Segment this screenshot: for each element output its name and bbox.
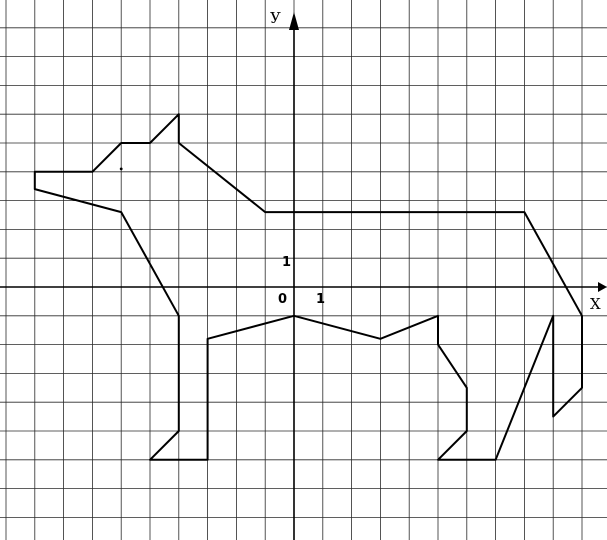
x-axis-arrow-icon (598, 282, 607, 292)
x-axis-label: X (590, 295, 601, 313)
x-unit-label: 1 (316, 292, 325, 307)
dog-eye (119, 167, 123, 171)
y-unit-label: 1 (282, 255, 291, 270)
dog-outline (33, 113, 583, 461)
axes (0, 12, 607, 540)
y-axis-label: У (270, 9, 281, 27)
y-axis-arrow-icon (289, 12, 299, 30)
origin-label: 0 (278, 292, 287, 307)
